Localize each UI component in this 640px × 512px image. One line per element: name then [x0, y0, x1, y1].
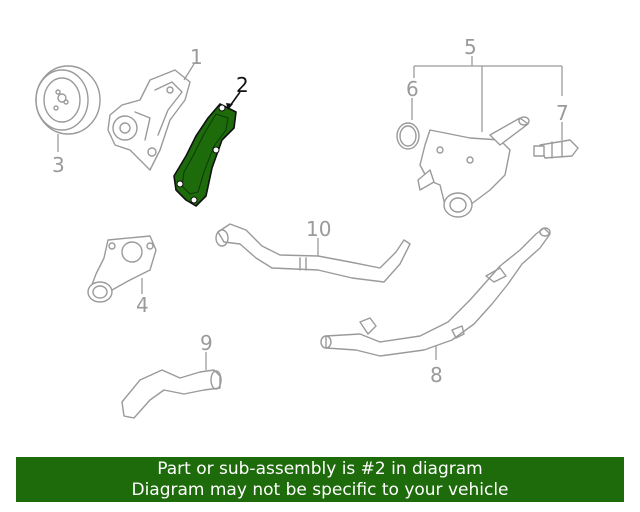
part-4-thermostat-housing[interactable]: [87, 235, 157, 303]
callout-1: 1: [183, 45, 203, 81]
callout-1-label: 1: [190, 45, 203, 69]
part-2-gasket-cover[interactable]: [173, 103, 237, 207]
banner-line-1: Part or sub-assembly is #2 in diagram: [157, 459, 483, 479]
part-2-shape: [173, 103, 237, 207]
callout-3-label: 3: [52, 153, 65, 177]
callout-5-label: 5: [464, 35, 477, 59]
callout-2: 2: [226, 73, 249, 110]
callout-8-label: 8: [430, 363, 443, 387]
callout-8: 8: [430, 346, 443, 387]
callout-4-label: 4: [136, 293, 149, 317]
part-9-hose[interactable]: [121, 369, 222, 419]
callout-10: 10: [306, 217, 331, 256]
part-10-tube[interactable]: [215, 223, 411, 283]
callout-4: 4: [136, 278, 149, 317]
part-5-water-outlet[interactable]: [417, 116, 530, 218]
callout-6: 6: [406, 77, 419, 120]
callout-7: 7: [556, 101, 569, 140]
callout-9-label: 9: [200, 331, 213, 355]
part-3-pulley[interactable]: [35, 65, 101, 135]
callout-10-label: 10: [306, 217, 331, 241]
callout-9: 9: [200, 331, 213, 370]
callout-5: 5: [413, 35, 563, 132]
part-6-o-ring[interactable]: [396, 122, 420, 150]
part-1-water-pump[interactable]: [107, 69, 191, 171]
callout-3: 3: [52, 134, 65, 177]
callout-2-label: 2: [236, 73, 249, 97]
info-banner: Part or sub-assembly is #2 in diagram Di…: [16, 457, 624, 502]
part-8-pipe[interactable]: [320, 227, 551, 357]
callout-6-label: 6: [406, 77, 419, 101]
part-7-sensor[interactable]: [533, 139, 579, 159]
callout-7-label: 7: [556, 101, 569, 125]
banner-line-2: Diagram may not be specific to your vehi…: [131, 480, 509, 500]
